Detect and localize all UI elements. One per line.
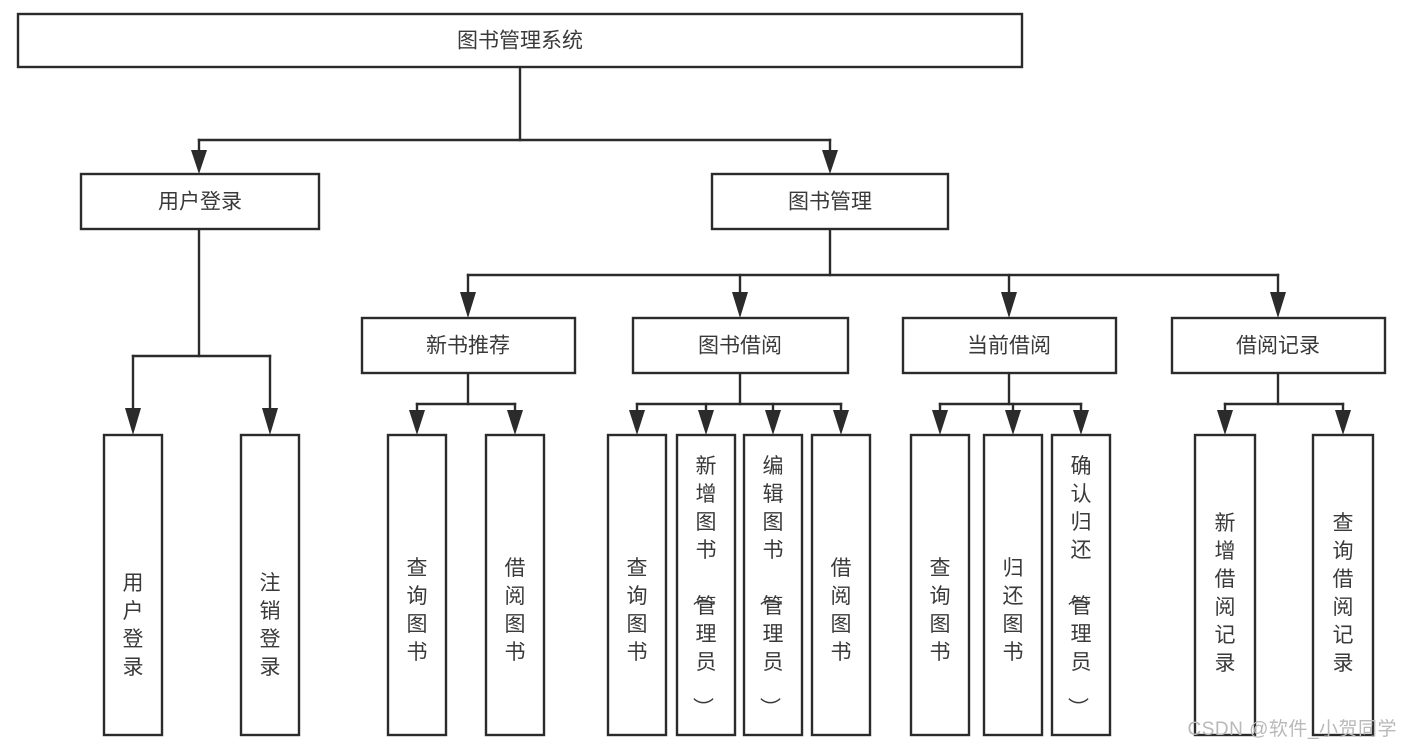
leaf-logout-box[interactable] (239, 433, 301, 737)
book-management-box[interactable] (710, 172, 950, 231)
leaf-user-login-label: 用户登录 (123, 572, 144, 679)
arrow-to-leaf-return-book (1005, 410, 1021, 435)
leaf-borrow-book-box[interactable] (810, 433, 872, 737)
book-borrow-label: 图书借阅 (698, 335, 782, 358)
borrow-record-box[interactable] (1170, 316, 1387, 375)
leaf-return-book-box[interactable] (982, 433, 1044, 737)
leaf-node-add-book[interactable]: 新增图书（管理员） (675, 433, 737, 737)
book-management-label: 图书管理 (788, 191, 872, 214)
leaf-query-book-rec-box[interactable] (386, 433, 448, 737)
new-book-recommend-box[interactable] (360, 316, 577, 375)
leaf-add-record-label: 新增借阅记录 (1215, 512, 1236, 675)
leaf-user-login-box[interactable] (102, 433, 164, 737)
leaf-node-logout[interactable]: 注销登录 (239, 433, 301, 737)
leaf-borrow-book-label: 借阅图书 (831, 557, 852, 664)
leaf-node-user-login[interactable]: 用户登录 (102, 433, 164, 737)
leaf-add-book-label: 新增图书（管理员） (691, 455, 717, 718)
leaf-logout-label: 注销登录 (260, 572, 281, 679)
arrow-to-new-book-recommend (460, 292, 476, 318)
new-book-recommend-label: 新书推荐 (426, 335, 510, 358)
arrow-to-leaf-logout (262, 408, 278, 435)
leaf-query-book-rec-label: 查询图书 (407, 557, 428, 664)
arrow-to-leaf-borrow-book (833, 410, 849, 435)
leaf-confirm-return-box[interactable] (1050, 433, 1112, 737)
arrow-to-leaf-confirm-return (1073, 410, 1089, 435)
leaf-return-book-label: 归还图书 (1003, 557, 1024, 664)
current-borrow-box[interactable] (901, 316, 1118, 375)
arrow-to-borrow-record (1270, 292, 1286, 318)
arrow-to-leaf-query-book-borrow (629, 410, 645, 435)
book-borrow-box[interactable] (631, 316, 850, 375)
leaf-node-query-book-rec[interactable]: 查询图书 (386, 433, 448, 737)
leaf-edit-book-box[interactable] (742, 433, 804, 737)
arrow-to-book-borrow (732, 292, 748, 318)
borrow-record-label: 借阅记录 (1236, 335, 1320, 358)
leaf-query-book-borrow-label: 查询图书 (627, 557, 648, 664)
arrow-to-leaf-add-book (698, 410, 714, 435)
leaf-node-confirm-return[interactable]: 确认归还（管理员） (1050, 433, 1112, 737)
node-borrow-record[interactable]: 借阅记录 (1170, 316, 1387, 375)
node-book-management[interactable]: 图书管理 (710, 172, 950, 231)
leaf-node-borrow-book-rec[interactable]: 借阅图书 (484, 433, 546, 737)
user-login-label: 用户登录 (158, 191, 242, 214)
leaf-node-query-book-borrow[interactable]: 查询图书 (606, 433, 668, 737)
node-current-borrow[interactable]: 当前借阅 (901, 316, 1118, 375)
arrow-to-book-management (822, 150, 838, 174)
current-borrow-label: 当前借阅 (967, 335, 1051, 358)
arrow-to-current-borrow (1001, 292, 1017, 318)
arrow-to-leaf-borrow-book-rec (507, 410, 523, 435)
leaf-query-book-borrow-box[interactable] (606, 433, 668, 737)
arrow-to-leaf-add-record (1217, 410, 1233, 435)
leaf-add-record-box[interactable] (1193, 433, 1257, 737)
leaf-query-book-cur-box[interactable] (909, 433, 971, 737)
node-root[interactable]: 图书管理系统 (16, 12, 1024, 69)
arrow-to-user-login (191, 150, 207, 174)
leaf-confirm-return-label: 确认归还（管理员） (1066, 455, 1092, 718)
arrow-to-leaf-user-login (125, 408, 141, 435)
leaf-query-record-box[interactable] (1311, 433, 1375, 737)
leaf-borrow-book-rec-label: 借阅图书 (505, 557, 526, 664)
leaf-node-query-record[interactable]: 查询借阅记录 (1311, 433, 1375, 737)
node-new-book-recommend[interactable]: 新书推荐 (360, 316, 577, 375)
leaf-edit-book-label: 编辑图书（管理员） (758, 455, 784, 718)
node-book-borrow[interactable]: 图书借阅 (631, 316, 850, 375)
leaf-add-book-box[interactable] (675, 433, 737, 737)
leaf-query-record-label: 查询借阅记录 (1333, 512, 1354, 675)
arrow-to-leaf-query-book-rec (409, 410, 425, 435)
user-login-box[interactable] (79, 172, 321, 231)
root-box[interactable] (16, 12, 1024, 69)
leaf-query-book-cur-label: 查询图书 (930, 557, 951, 664)
arrow-to-leaf-edit-book (765, 410, 781, 435)
arrow-to-leaf-query-book-cur (932, 410, 948, 435)
arrow-to-leaf-query-record (1335, 410, 1351, 435)
node-user-login[interactable]: 用户登录 (79, 172, 321, 231)
leaf-node-query-book-cur[interactable]: 查询图书 (909, 433, 971, 737)
leaf-node-add-record[interactable]: 新增借阅记录 (1193, 433, 1257, 737)
leaf-node-borrow-book[interactable]: 借阅图书 (810, 433, 872, 737)
leaf-borrow-book-rec-box[interactable] (484, 433, 546, 737)
leaf-node-return-book[interactable]: 归还图书 (982, 433, 1044, 737)
leaf-node-edit-book[interactable]: 编辑图书（管理员） (742, 433, 804, 737)
root-label: 图书管理系统 (457, 30, 583, 53)
connector-layer (125, 65, 1351, 435)
